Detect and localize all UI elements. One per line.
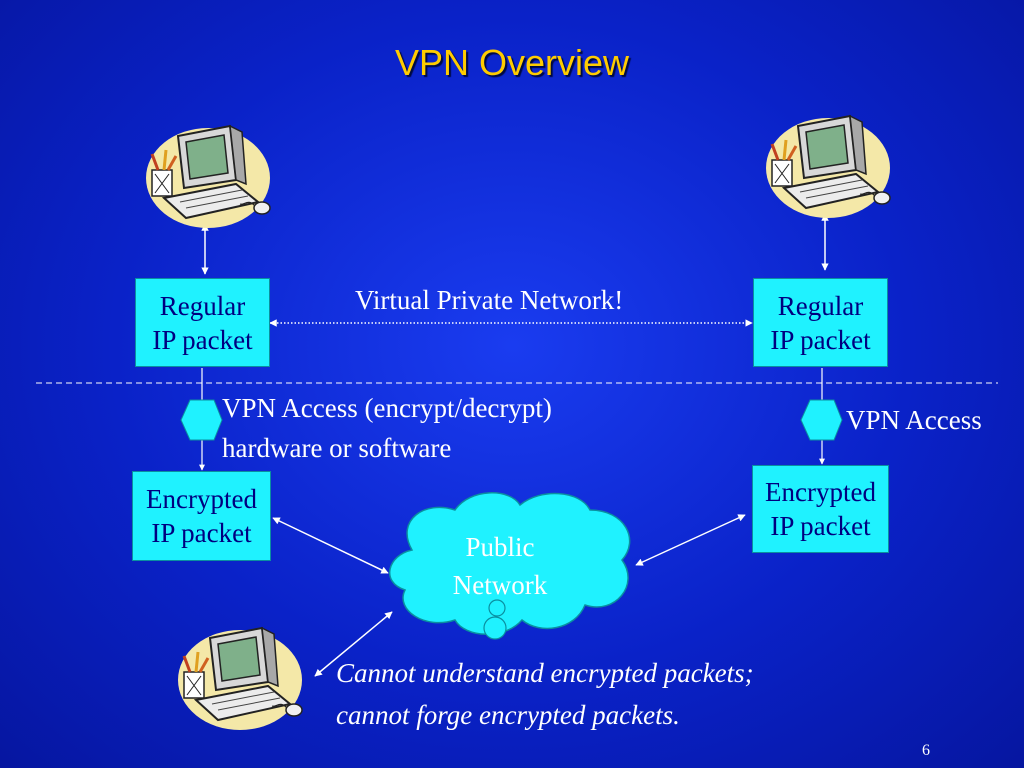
box-line: IP packet bbox=[770, 511, 871, 541]
cloud-label-line: Public bbox=[465, 532, 535, 562]
left-computer-icon bbox=[144, 124, 272, 230]
public-network-cloud bbox=[388, 492, 631, 640]
right-vpn-device-hexagon bbox=[800, 399, 843, 441]
vpn-access-right-label: VPN Access bbox=[846, 405, 982, 435]
box-line: Regular bbox=[777, 290, 864, 321]
box-line: IP packet bbox=[152, 324, 253, 355]
left-encrypted-to-cloud-arrow bbox=[272, 517, 389, 574]
attacker-to-cloud-arrow bbox=[314, 611, 393, 677]
right-computer-icon bbox=[764, 114, 892, 220]
caption-line: cannot forge encrypted packets. bbox=[336, 700, 680, 730]
left-regular-packet-box: Regular IP packet bbox=[135, 278, 270, 367]
right-regular-packet-box: Regular IP packet bbox=[753, 278, 888, 367]
box-line: IP packet bbox=[770, 324, 871, 355]
vpn-access-left-label-line1: VPN Access (encrypt/decrypt) bbox=[222, 393, 552, 423]
left-vpn-device-hexagon bbox=[180, 399, 223, 441]
attacker-caption: Cannot understand encrypted packets; can… bbox=[336, 652, 754, 736]
right-encrypted-to-cloud-arrow bbox=[635, 514, 746, 566]
page-number: 6 bbox=[922, 742, 930, 759]
public-network-label: Public Network bbox=[420, 528, 580, 604]
cloud-label-line: Network bbox=[452, 570, 548, 600]
vpn-access-left-label-line2: hardware or software bbox=[222, 433, 452, 463]
caption-line: Cannot understand encrypted packets; bbox=[336, 658, 754, 688]
box-line: Encrypted bbox=[146, 484, 257, 514]
box-line: Encrypted bbox=[765, 477, 876, 507]
right-encrypted-packet-box: Encrypted IP packet bbox=[752, 465, 889, 553]
left-encrypted-packet-box: Encrypted IP packet bbox=[132, 471, 271, 561]
attacker-computer-icon bbox=[176, 626, 304, 732]
box-line: Regular bbox=[159, 290, 246, 321]
slide-title: VPN Overview bbox=[394, 42, 630, 83]
box-line: IP packet bbox=[151, 518, 252, 548]
vpn-link-label: Virtual Private Network! bbox=[355, 285, 624, 315]
